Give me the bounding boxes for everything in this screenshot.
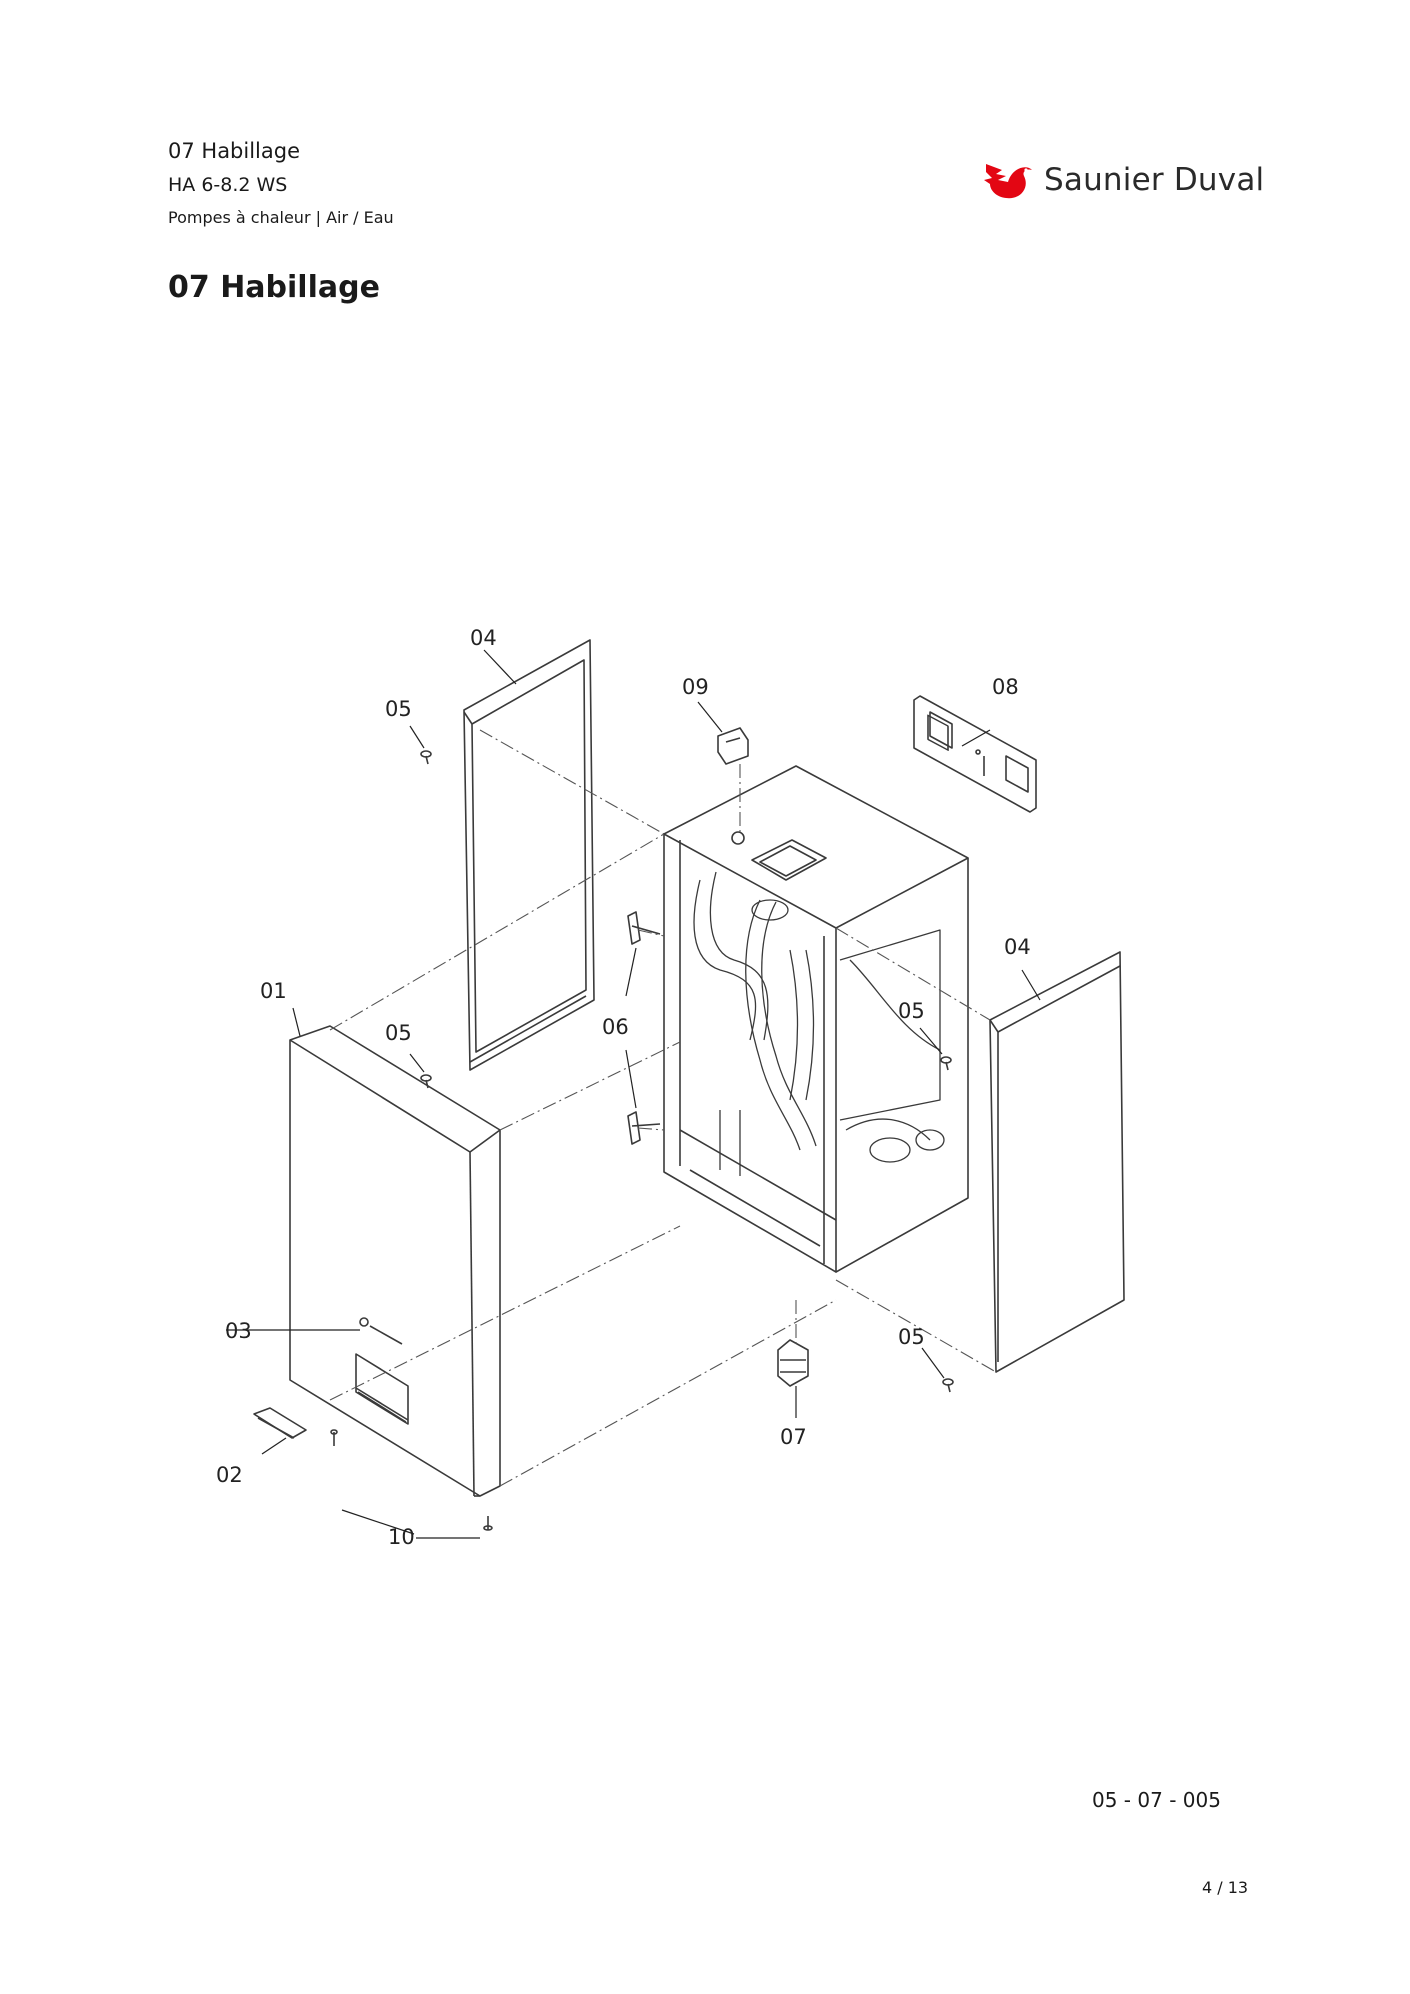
- hinge-upper: [627, 911, 661, 945]
- side-panel-right: [989, 951, 1125, 1373]
- leader-lines: [226, 649, 1041, 1539]
- assembly-lines: [329, 729, 997, 1487]
- header-category: Pompes à chaleur | Air / Eau: [168, 208, 394, 227]
- callout-05c: 05: [898, 999, 925, 1023]
- page-number: 4 / 13: [1202, 1878, 1249, 1897]
- callout-05b: 05: [385, 1021, 412, 1045]
- screw-05-b: [420, 1074, 432, 1089]
- side-panel-left: [463, 639, 595, 1071]
- document-header: 07 Habillage HA 6-8.2 WS Pompes à chaleu…: [168, 134, 394, 234]
- callout-06: 06: [602, 1015, 629, 1039]
- callout-10: 10: [388, 1525, 415, 1549]
- header-model: HA 6-8.2 WS: [168, 174, 288, 196]
- rating-plate: [913, 695, 1037, 813]
- callout-05a: 05: [385, 697, 412, 721]
- brand-name: Saunier Duval: [1044, 162, 1265, 198]
- callout-09: 09: [682, 675, 709, 699]
- internal-piping: [693, 871, 945, 1176]
- handle-part: [253, 1407, 307, 1439]
- main-cabinet: [663, 765, 969, 1273]
- screw-10: [483, 1516, 493, 1531]
- screw-05-c: [940, 1056, 952, 1071]
- callout-02: 02: [216, 1463, 243, 1487]
- front-panel: [289, 1025, 501, 1497]
- screw-10b: [330, 1429, 338, 1446]
- page-title: 07 Habillage: [168, 270, 380, 305]
- clip-09: [717, 727, 749, 765]
- callout-04a: 04: [470, 626, 497, 650]
- reference-code: 05 - 07 - 005: [1092, 1788, 1221, 1812]
- bird-logo-icon: [984, 164, 1032, 199]
- brand-logo: Saunier Duval: [982, 158, 1264, 202]
- screw-05-d: [942, 1378, 954, 1393]
- bracket-07: [777, 1339, 809, 1387]
- hinge-lower: [627, 1111, 661, 1145]
- callout-05d: 05: [898, 1325, 925, 1349]
- callout-04b: 04: [1004, 935, 1031, 959]
- callout-08: 08: [992, 675, 1019, 699]
- callout-03: 03: [225, 1319, 252, 1343]
- callout-01: 01: [260, 979, 287, 1003]
- header-section: 07 Habillage: [168, 139, 301, 163]
- callout-07: 07: [780, 1425, 807, 1449]
- front-badge: [359, 1317, 403, 1345]
- screw-05-a: [420, 750, 432, 765]
